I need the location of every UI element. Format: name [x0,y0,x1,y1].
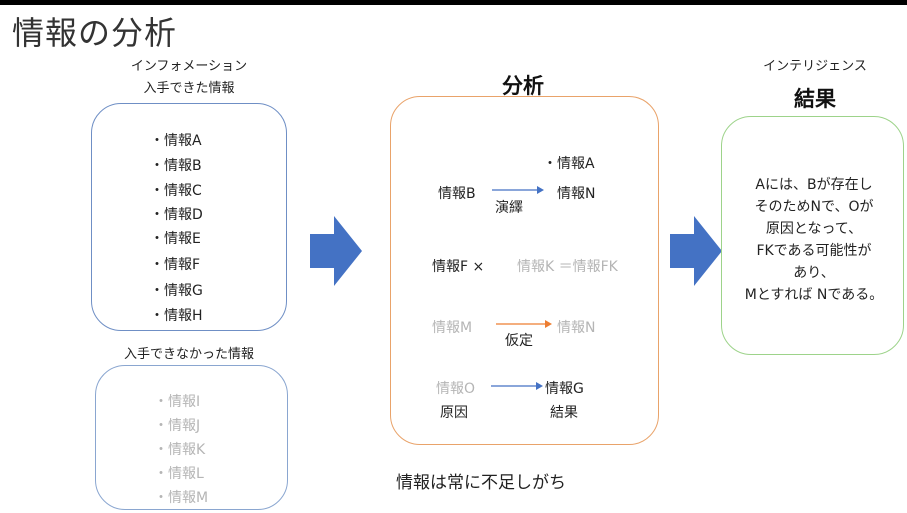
cause-label: 原因 [440,405,468,421]
available-info-box [91,103,287,331]
result-label: 結果 [550,405,578,421]
list-item: ・情報I [154,394,201,410]
list-item: ・情報G [150,283,203,299]
list-item: ・情報D [150,207,203,223]
arrow-icon [491,382,543,390]
result-line: FKである可能性が [756,243,872,259]
list-item: ・情報M [154,490,209,506]
analysis-row3-left: 情報M [432,320,473,336]
list-item: ・情報K [154,442,206,458]
result-header: 結果 [794,87,836,111]
result-line: そのためNで、Oが [754,199,874,215]
slide-title: 情報の分析 [12,14,178,52]
analysis-row4-left: 情報O [436,381,476,397]
list-item: ・情報E [150,231,201,247]
right-arrow-icon [310,216,362,286]
arrow-icon [496,320,552,328]
analysis-row2-left: 情報F × [432,259,485,275]
deduction-label: 演繹 [495,200,523,216]
analysis-row1-left: 情報B [438,186,476,202]
list-item: ・情報H [150,308,203,324]
unavailable-info-box [95,365,288,510]
available-info-header: 入手できた情報 [143,81,235,96]
analysis-row3-right: 情報N [557,320,596,336]
intelligence-header: インテリジェンス [763,59,867,74]
result-line: 原因となって、 [765,221,863,237]
list-item: ・情報C [150,183,202,199]
right-arrow-icon [670,216,722,286]
top-border [0,0,907,5]
result-line: Mとすれば Nである。 [744,287,884,303]
footer-note: 情報は常に不足しがち [396,473,566,493]
unavailable-info-header: 入手できなかった情報 [123,347,255,362]
result-box [721,116,904,355]
analysis-header: 分析 [502,74,544,98]
list-item: ・情報J [154,418,201,434]
information-header: インフォメーション [130,59,248,74]
list-item: ・情報L [154,466,204,482]
result-line: あり、 [793,265,835,281]
analysis-row2-right: 情報K ＝情報FK [517,259,618,275]
result-line: Aには、Bが存在し [755,177,873,193]
list-item: ・情報F [150,257,201,273]
result-text: Aには、Bが存在し そのためNで、Oが 原因となって、 FKである可能性が あり… [724,174,904,306]
hypothesis-label: 仮定 [505,333,533,349]
analysis-box [390,96,659,445]
list-item: ・情報A [150,133,202,149]
arrow-icon [492,186,544,194]
analysis-row1-top: ・情報A [543,156,595,172]
list-item: ・情報B [150,158,202,174]
analysis-row1-right: 情報N [557,186,596,202]
analysis-row4-right: 情報G [545,381,584,397]
